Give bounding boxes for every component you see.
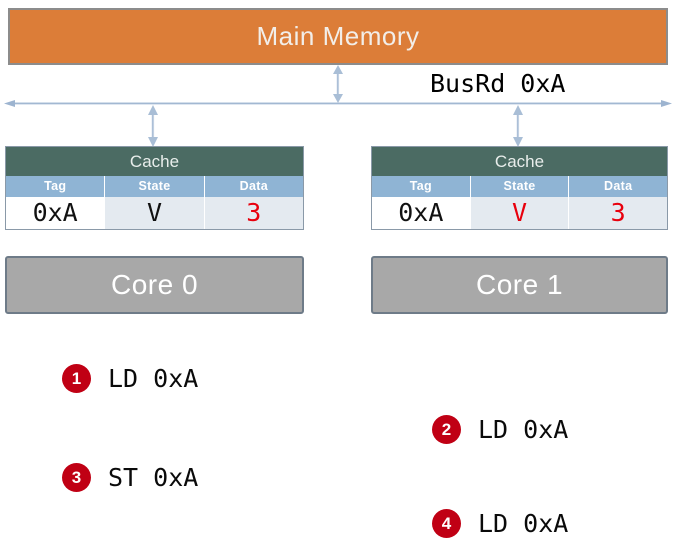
system-bus-arrow [4,100,672,107]
step-badge-1: 1 [62,364,91,393]
bus-cache1-connector-arrow [513,105,523,147]
main-memory-label: Main Memory [256,21,420,51]
instruction-step-1: 1 LD 0xA [62,364,198,393]
cache-data-row-core0: 0xA V 3 [6,197,303,229]
cache-column-tag: Tag [6,176,106,197]
cache-title-core1: Cache [372,147,667,176]
instruction-step-4: 4 LD 0xA [432,509,568,538]
cache-block-core0: Cache Tag State Data 0xA V 3 [5,146,304,230]
step-text-4: LD 0xA [478,509,569,538]
cache-data-row-core1: 0xA V 3 [372,197,667,229]
cache-column-state: State [471,176,570,197]
core-label-core1: Core 1 [475,269,564,300]
core-label-core0: Core 0 [110,269,199,300]
step-badge-2: 2 [432,415,461,444]
bus-cache0-connector-arrow [148,105,158,147]
cache-column-tag: Tag [372,176,471,197]
step-badge-4: 4 [432,509,461,538]
step-text-3: ST 0xA [108,463,199,492]
main-memory-block: Main Memory [8,8,668,65]
instruction-step-3: 3 ST 0xA [62,463,198,492]
step-text-2: LD 0xA [478,415,569,444]
cache-tag-value-core0: 0xA [6,197,106,229]
cache-column-state: State [105,176,205,197]
cache-title-core0: Cache [6,147,303,176]
core-block-core1: Core 1 [371,256,668,314]
core-block-core0: Core 0 [5,256,304,314]
cache-state-value-core0: V [105,197,205,229]
instruction-step-2: 2 LD 0xA [432,415,568,444]
cache-block-core1: Cache Tag State Data 0xA V 3 [371,146,668,230]
step-badge-3: 3 [62,463,91,492]
cache-header-row-core1: Tag State Data [372,176,667,197]
cache-header-row-core0: Tag State Data [6,176,303,197]
cache-tag-value-core1: 0xA [372,197,471,229]
cache-state-value-core1: V [471,197,570,229]
step-text-1: LD 0xA [108,364,199,393]
cache-data-value-core1: 3 [610,198,626,227]
memory-bus-connector-arrow [333,65,343,103]
cache-data-value-core0: 3 [246,198,262,227]
bus-transaction-label: BusRd 0xA [430,69,566,98]
cache-column-data: Data [239,179,268,193]
cache-column-data: Data [604,179,633,193]
